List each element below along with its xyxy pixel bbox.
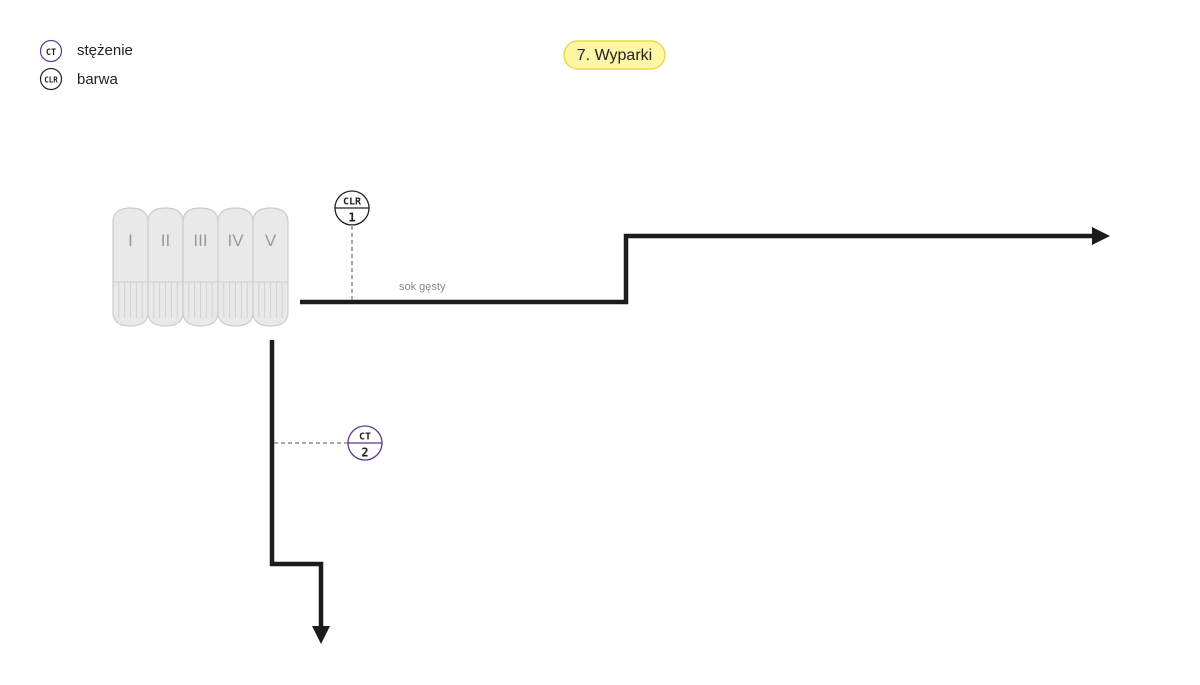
instrument-clr-1: CLR 1 bbox=[334, 190, 370, 302]
outlet-line bbox=[269, 340, 324, 628]
legend: CT stężenie CLR barwa bbox=[39, 39, 133, 91]
thick-juice-line bbox=[300, 233, 1094, 305]
legend-ct-symbol bbox=[39, 39, 63, 63]
legend-item-clr: CLR barwa bbox=[39, 67, 119, 91]
instrument-clr-1-tag: CLR bbox=[343, 197, 362, 208]
outlet-stream bbox=[269, 340, 330, 644]
title-badge-background bbox=[563, 40, 666, 70]
instrument-ct-2: CT 2 bbox=[274, 425, 383, 461]
evaporator-vessel-5-body bbox=[252, 207, 289, 327]
legend-ct-label: stężenie bbox=[77, 42, 133, 59]
evaporator-vessel-3-label: III bbox=[193, 231, 207, 250]
legend-clr-label: barwa bbox=[77, 71, 119, 88]
legend-clr-symbol bbox=[39, 67, 63, 91]
legend-clr-tag: CLR bbox=[44, 76, 58, 85]
evaporator-tube-bundle bbox=[118, 282, 283, 318]
outlet-arrow-icon bbox=[312, 626, 330, 644]
evaporator-vessel-3: III bbox=[182, 207, 219, 327]
legend-item-ct: CT stężenie bbox=[39, 39, 133, 63]
evaporator-station: I II III IV V bbox=[112, 207, 289, 327]
evaporator-vessel-2-label: II bbox=[161, 231, 170, 250]
thick-juice-stream: sok gęsty bbox=[300, 227, 1110, 305]
evaporator-vessel-1-label: I bbox=[128, 231, 133, 250]
evaporator-vessel-4-label: IV bbox=[227, 231, 244, 250]
instrument-ct-2-number: 2 bbox=[361, 446, 368, 460]
instrument-clr-1-number: 1 bbox=[348, 211, 355, 225]
instrument-ct-2-tag: CT bbox=[359, 432, 371, 443]
page-title: 7. Wyparki bbox=[577, 47, 652, 64]
thick-juice-label: sok gęsty bbox=[399, 281, 446, 293]
evaporator-vessel-5-label: V bbox=[265, 231, 277, 250]
thick-juice-arrow-icon bbox=[1092, 227, 1110, 245]
section-title-badge: 7. Wyparki bbox=[563, 40, 666, 70]
legend-ct-tag: CT bbox=[46, 48, 56, 58]
